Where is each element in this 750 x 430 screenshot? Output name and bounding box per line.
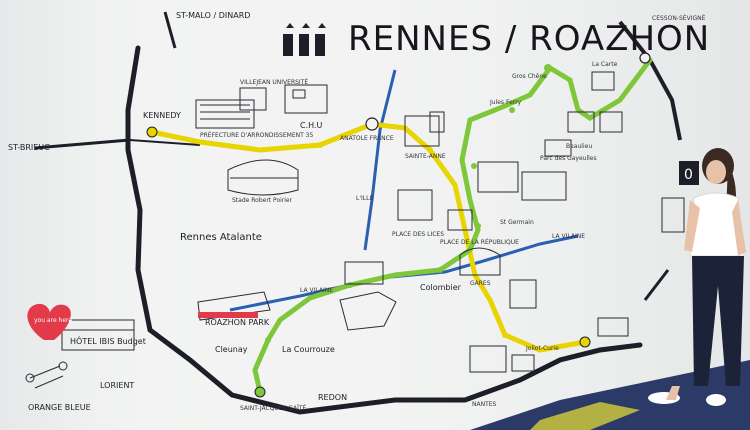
label-gares: GARES <box>470 280 491 287</box>
label-gayeulles: Parc des Gayeulles <box>540 155 597 162</box>
label-saint-jacques: SAINT-JACQUES GAÎTÉ <box>240 404 307 412</box>
label-joliot: Joliot-Curie <box>525 345 559 352</box>
label-nantes: NANTES <box>472 401 497 408</box>
label-cleunay: Cleunay <box>215 345 248 354</box>
label-anatole: ANATOLE FRANCE <box>340 135 394 142</box>
carpet <box>470 360 750 430</box>
metro-line-b <box>252 57 653 395</box>
landmark-sketches <box>25 71 685 389</box>
label-lorient: LORIENT <box>100 381 134 390</box>
river-ille <box>363 69 397 251</box>
road-st-brieuc <box>34 138 131 150</box>
road-west <box>129 139 201 146</box>
label-orange-bleue: ORANGE BLEUE <box>28 403 91 412</box>
label-chu: C.H.U <box>300 121 323 130</box>
person-standing <box>648 148 746 406</box>
label-place-lices: PLACE DES LICES <box>392 231 444 238</box>
river-vilaine <box>229 234 579 312</box>
label-sillon: St Germain <box>500 219 534 226</box>
road-st-malo <box>163 11 177 49</box>
metro-stations <box>146 52 651 398</box>
map-title: RENNES / ROAZHON <box>348 19 710 59</box>
label-villejean: VILLEJEAN UNIVERSITÉ <box>240 78 308 86</box>
label-roazhon-park: ROAZHON PARK <box>205 318 270 327</box>
heart-text: you are here <box>34 317 72 324</box>
label-ille: L'ILLE <box>356 195 373 202</box>
label-jules-ferry: Jules Ferry <box>489 99 522 106</box>
label-redon: REDON <box>318 393 347 402</box>
label-republique: PLACE DE LA RÉPUBLIQUE <box>440 238 519 246</box>
label-rennes-atalante: Rennes Atalante <box>180 232 262 243</box>
label-gros-chene: Gros Chêne <box>512 73 547 80</box>
label-kennedy: KENNEDY <box>143 111 181 120</box>
label-sainte-anne: SAINTE-ANNE <box>405 153 446 160</box>
label-saint-malo: ST-MALO / DINARD <box>176 11 250 20</box>
station-0-label: 0 <box>684 167 693 183</box>
label-prefecture: PRÉFECTURE D'ARRONDISSEMENT 35 <box>200 131 314 139</box>
label-stade: Stade Robert Poirier <box>232 197 293 204</box>
label-cesson: CESSON-SÉVIGNÉ <box>652 14 706 22</box>
road-segment <box>643 269 670 301</box>
station-0-sign <box>679 161 699 185</box>
label-la-carte: La Carte <box>592 61 618 68</box>
heart-pin <box>27 303 71 340</box>
label-vilaine-2: LA VILAINE <box>552 233 585 240</box>
label-colombier: Colombier <box>420 283 462 292</box>
carpet-pattern <box>530 402 640 430</box>
ring-road-north <box>618 20 682 141</box>
label-beaulieu: Beaulieu <box>566 143 592 150</box>
roazhon-accent <box>198 312 258 318</box>
title-logo <box>283 23 326 56</box>
label-hotel: HÔTEL IBIS Budget <box>70 335 146 346</box>
metro-line-a <box>149 121 588 353</box>
label-saint-brieuc: ST-BRIEUC <box>8 143 50 152</box>
ring-road <box>125 45 643 415</box>
label-courrouze: La Courrouze <box>282 345 335 354</box>
label-vilaine: LA VILAINE <box>300 287 333 294</box>
